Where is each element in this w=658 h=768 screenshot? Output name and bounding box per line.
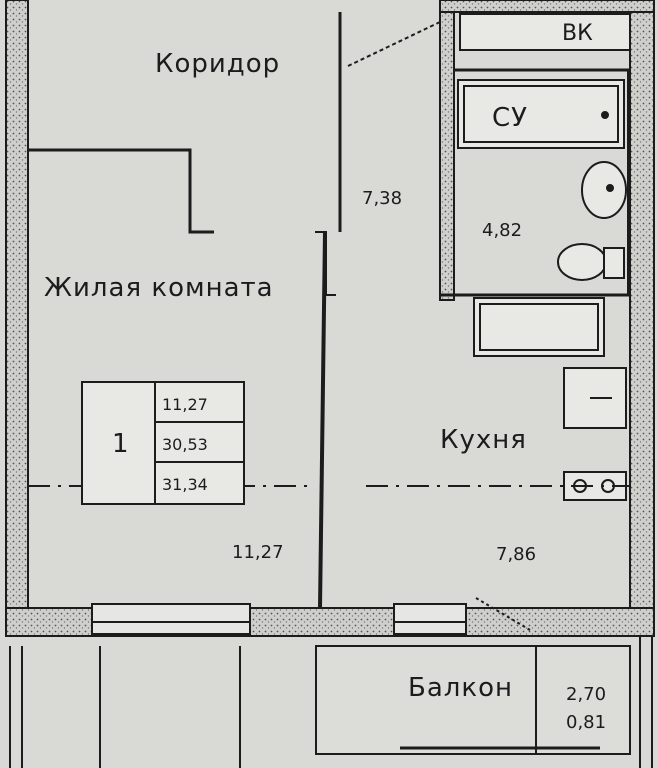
vent-shaft — [459, 13, 631, 51]
bathroom-label: СУ — [492, 103, 528, 133]
vent-shaft-label: ВК — [562, 21, 593, 46]
living-area-value: 11,27 — [162, 395, 208, 414]
sink-icon — [581, 161, 627, 219]
balcony-door-swing — [475, 597, 531, 631]
balcony-reduced-area: 0,81 — [566, 712, 606, 733]
kitchen-fixtures — [473, 297, 627, 501]
entrance-door-swing — [347, 21, 441, 67]
living-kitchen-partition — [318, 231, 327, 609]
living-room-niche — [28, 148, 214, 234]
balcony-label: Балкон — [408, 673, 513, 703]
top-right-wall — [439, 0, 655, 13]
lower-exterior — [9, 636, 653, 768]
living-room-label: Жилая комната — [44, 273, 274, 303]
kitchen-window — [393, 603, 467, 635]
interior-partitions — [28, 12, 630, 609]
left-wall — [5, 0, 29, 611]
total-area-value: 30,53 — [162, 435, 208, 454]
balcony — [315, 645, 631, 755]
bathroom-area: 4,82 — [482, 220, 522, 241]
corridor-label: Коридор — [155, 49, 280, 79]
exterior-walls — [5, 0, 655, 637]
right-wall — [629, 0, 655, 611]
corridor-area: 7,38 — [362, 188, 402, 209]
kitchen-label: Кухня — [440, 425, 527, 455]
toilet-icon — [557, 243, 607, 281]
kitchen-area: 7,86 — [496, 544, 536, 565]
bathroom-fixtures — [457, 79, 627, 281]
windows — [91, 603, 467, 635]
summary-table — [81, 381, 245, 505]
rooms-count: 1 — [112, 429, 130, 459]
living-room-area: 11,27 — [232, 542, 284, 563]
bathroom-wall-left — [439, 0, 455, 301]
balcony-area: 2,70 — [566, 684, 606, 705]
bathtub-icon — [457, 79, 625, 149]
total-with-balcony-value: 31,34 — [162, 475, 208, 494]
living-room-window — [91, 603, 251, 635]
kitchen-counter-icon — [473, 297, 605, 357]
